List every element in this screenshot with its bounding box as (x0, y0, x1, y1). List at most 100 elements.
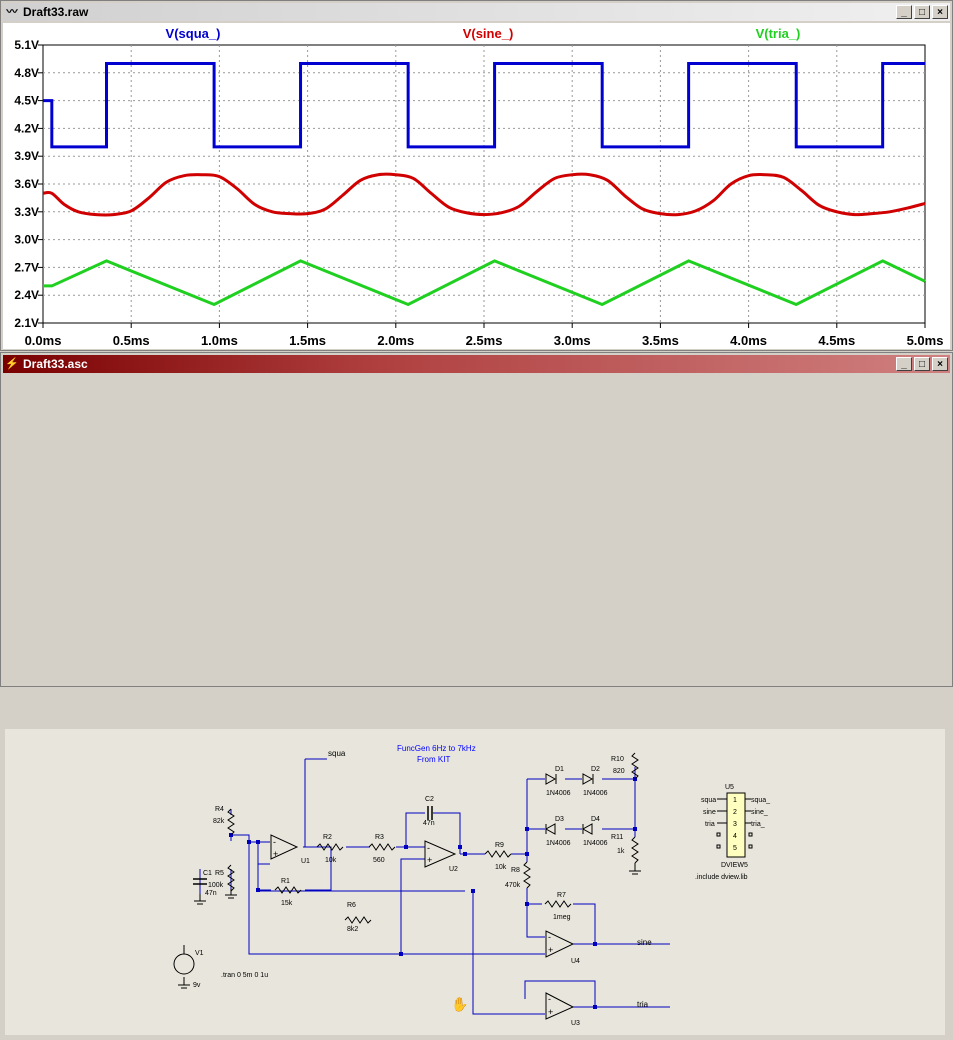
r9-value[interactable]: 10k (495, 864, 507, 871)
c1-value[interactable]: 47n (205, 890, 217, 897)
schematic-window-title: Draft33.asc (23, 357, 88, 371)
y-tick-label: 3.9V (14, 149, 39, 163)
y-tick-label: 3.3V (14, 205, 39, 219)
r3-ref[interactable]: R3 (375, 834, 384, 841)
d2-value[interactable]: 1N4006 (583, 790, 608, 797)
u5-ref: U5 (725, 784, 734, 791)
close-button[interactable]: × (932, 357, 948, 371)
schematic-window: ⚡ Draft33.asc _ □ × (0, 352, 953, 1035)
r4-ref[interactable]: R4 (215, 806, 224, 813)
c2-value[interactable]: 47n (423, 820, 435, 827)
r2-ref[interactable]: R2 (323, 834, 332, 841)
minimize-button[interactable]: _ (896, 5, 912, 19)
legend-entry[interactable]: V(tria_) (756, 26, 801, 41)
u5-pin-5: 5 (733, 845, 737, 852)
minimize-button[interactable]: _ (896, 357, 912, 371)
x-tick-label: 3.5ms (642, 333, 679, 348)
d4-value[interactable]: 1N4006 (583, 840, 608, 847)
legend-entry[interactable]: V(sine_) (463, 26, 514, 41)
series-line[interactable] (43, 259, 926, 307)
d1-value[interactable]: 1N4006 (546, 790, 571, 797)
d1-ref[interactable]: D1 (555, 766, 564, 773)
r1-ref[interactable]: R1 (281, 878, 290, 885)
r3-value[interactable]: 560 (373, 857, 385, 864)
r4-value[interactable]: 82k (213, 818, 225, 825)
y-tick-label: 4.2V (14, 121, 39, 135)
d3-value[interactable]: 1N4006 (546, 840, 571, 847)
y-tick-label: 4.8V (14, 66, 39, 80)
svg-text:-: - (427, 843, 430, 853)
d3-ref[interactable]: D3 (555, 816, 564, 823)
r5-ref[interactable]: R5 (215, 870, 224, 877)
c1-ref[interactable]: C1 (203, 870, 212, 877)
u4-ref[interactable]: U4 (571, 958, 580, 965)
r8-value[interactable]: 470k (505, 882, 521, 889)
x-tick-label: 2.5ms (466, 333, 503, 348)
series-line[interactable] (43, 62, 925, 149)
c2-ref[interactable]: C2 (425, 796, 434, 803)
net-label-squa[interactable]: squa (328, 749, 346, 758)
r8-ref[interactable]: R8 (511, 867, 520, 874)
dview5-block[interactable]: U5 1 2 3 4 5 squa sine tria squa_ sine_ … (695, 784, 770, 881)
svg-text:-: - (548, 932, 551, 942)
legend-entry[interactable]: V(squa_) (166, 26, 221, 41)
u5-name: DVIEW5 (721, 862, 748, 869)
x-tick-label: 5.0ms (907, 333, 944, 348)
u5-pin-2: 2 (733, 809, 737, 816)
r10-value[interactable]: 820 (613, 768, 625, 775)
d4-ref[interactable]: D4 (591, 816, 600, 823)
x-tick-label: 4.0ms (730, 333, 767, 348)
x-tick-label: 1.5ms (289, 333, 326, 348)
y-tick-label: 2.1V (14, 316, 39, 330)
r10-ref[interactable]: R10 (611, 756, 624, 763)
x-tick-label: 1.0ms (201, 333, 238, 348)
r5-value[interactable]: 100k (208, 882, 224, 889)
r9-ref[interactable]: R9 (495, 842, 504, 849)
r11-ref[interactable]: R11 (611, 834, 623, 841)
y-tick-label: 2.7V (14, 260, 39, 274)
waveform-titlebar[interactable]: 〰 Draft33.raw _ □ × (3, 3, 950, 21)
d2-ref[interactable]: D2 (591, 766, 600, 773)
hand-cursor-icon: ✋ (451, 996, 468, 1012)
r6-value[interactable]: 8k2 (347, 926, 358, 933)
schematic-titlebar[interactable]: ⚡ Draft33.asc _ □ × (3, 355, 950, 373)
u5-in-sine: sine (703, 809, 716, 816)
waveform-chart[interactable]: 5.1V4.8V4.5V4.2V3.9V3.6V3.3V3.0V2.7V2.4V… (3, 23, 950, 349)
y-tick-label: 4.5V (14, 94, 39, 108)
r2-value[interactable]: 10k (325, 857, 337, 864)
schematic-title-line-2: From KIT (417, 755, 450, 764)
include-directive: .include dview.lib (695, 874, 748, 881)
net-label-tria[interactable]: tria (637, 1000, 649, 1009)
maximize-button[interactable]: □ (914, 5, 930, 19)
x-tick-label: 3.0ms (554, 333, 591, 348)
u3-ref[interactable]: U3 (571, 1020, 580, 1027)
net-label-sine[interactable]: sine (637, 938, 652, 947)
x-tick-label: 2.0ms (377, 333, 414, 348)
svg-text:-: - (273, 837, 276, 847)
r1-value[interactable]: 15k (281, 900, 293, 907)
u5-pin-4: 4 (733, 833, 737, 840)
maximize-button[interactable]: □ (914, 357, 930, 371)
close-button[interactable]: × (932, 5, 948, 19)
tran-directive[interactable]: .tran 0 5m 0 1u (221, 972, 268, 979)
u1-ref[interactable]: U1 (301, 858, 310, 865)
schematic-drawing[interactable]: -+ -+ -+ -+ FuncGen 6Hz to 7kHz From KIT… (5, 729, 945, 1035)
svg-text:+: + (548, 945, 553, 955)
y-tick-label: 3.0V (14, 233, 39, 247)
r7-value[interactable]: 1meg (553, 914, 571, 921)
waveform-app-icon: 〰 (6, 6, 18, 18)
u5-out-squa: squa_ (751, 797, 770, 804)
schematic-app-icon: ⚡ (5, 358, 19, 370)
series-line[interactable] (42, 172, 926, 217)
u5-in-tria: tria (705, 821, 715, 828)
r11-value[interactable]: 1k (617, 848, 625, 855)
y-tick-label: 3.6V (14, 177, 39, 191)
v1-value[interactable]: 9v (193, 982, 201, 989)
schematic-canvas[interactable]: -+ -+ -+ -+ FuncGen 6Hz to 7kHz From KIT… (5, 729, 945, 1035)
v1-ref[interactable]: V1 (195, 950, 204, 957)
u2-ref[interactable]: U2 (449, 866, 458, 873)
y-tick-label: 2.4V (14, 288, 39, 302)
r6-ref[interactable]: R6 (347, 902, 356, 909)
r7-ref[interactable]: R7 (557, 892, 566, 899)
